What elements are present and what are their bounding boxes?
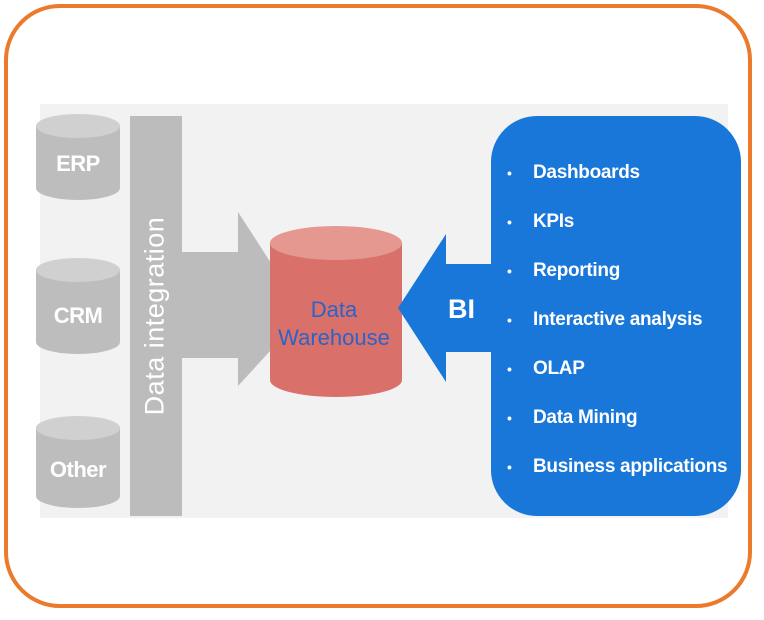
- list-item: • KPIs: [507, 197, 727, 246]
- list-item-label: OLAP: [533, 357, 585, 379]
- data-warehouse-label: Data Warehouse: [264, 296, 404, 352]
- bullet-icon: •: [507, 311, 512, 328]
- list-item: • Reporting: [507, 246, 727, 295]
- crm-label: CRM: [53, 303, 103, 328]
- data-warehouse-label-line2: Warehouse: [278, 325, 390, 350]
- other-database-icon: [36, 416, 120, 508]
- data-integration-label: Data integration: [139, 216, 170, 416]
- erp-label: ERP: [56, 151, 100, 176]
- list-item-label: Data Mining: [533, 406, 638, 428]
- list-item-label: Interactive analysis: [533, 308, 703, 330]
- bullet-icon: •: [507, 213, 512, 230]
- bullet-icon: •: [507, 262, 512, 279]
- other-label: Other: [49, 457, 107, 482]
- list-item: • OLAP: [507, 344, 727, 393]
- bi-capabilities-list: • Dashboards • KPIs • Reporting • Interactiv…: [507, 148, 728, 491]
- list-item-label: KPIs: [533, 210, 575, 232]
- list-item: • Business applications: [507, 442, 728, 491]
- bi-label: BI: [448, 294, 475, 324]
- bi-region: [398, 116, 741, 516]
- data-warehouse-label-line1: Data: [310, 297, 358, 322]
- list-item: • Dashboards: [507, 148, 727, 197]
- crm-database-icon: [36, 258, 120, 354]
- data-warehouse-icon: [270, 226, 402, 397]
- bullet-icon: •: [507, 458, 512, 475]
- list-item-label: Reporting: [533, 259, 621, 281]
- bullet-icon: •: [507, 360, 512, 377]
- bullet-icon: •: [507, 164, 512, 181]
- rounded-frame: [4, 4, 752, 608]
- list-item-label: Dashboards: [533, 161, 640, 183]
- list-item: • Data Mining: [507, 393, 727, 442]
- erp-database-icon: [36, 114, 120, 200]
- list-item-label: Business applications: [533, 455, 728, 477]
- list-item: • Interactive analysis: [507, 295, 727, 344]
- bullet-icon: •: [507, 409, 512, 426]
- data-integration-bar: [130, 116, 182, 516]
